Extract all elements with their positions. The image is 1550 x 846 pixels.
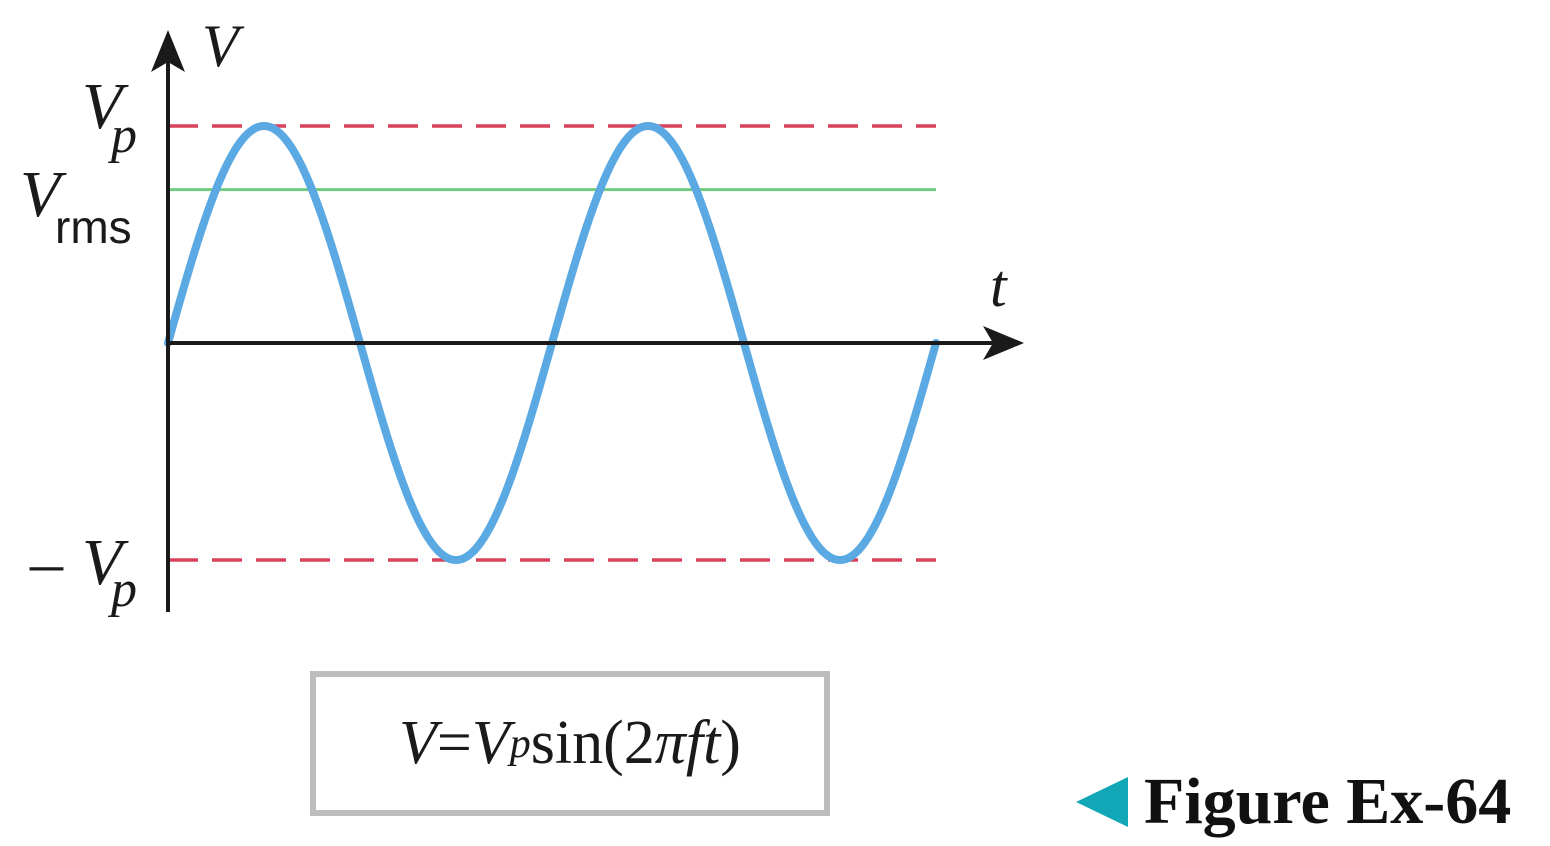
y-axis-label: V xyxy=(202,13,245,79)
caption-arrow-icon xyxy=(1076,777,1128,827)
axes xyxy=(151,30,1024,612)
svg-text:V: V xyxy=(20,158,67,231)
x-axis-arrowhead xyxy=(983,326,1024,360)
formula-arg-open: (2 xyxy=(603,709,655,777)
formula-equals: = xyxy=(436,709,472,777)
formula-ft: ft xyxy=(685,709,721,777)
svg-text:rms: rms xyxy=(55,201,132,253)
x-axis-label: t xyxy=(990,253,1008,319)
y-tick-label-vrms: V rms xyxy=(20,158,132,253)
figure-caption: Figure Ex-64 xyxy=(1076,762,1511,842)
svg-text:p: p xyxy=(107,561,137,618)
y-axis-arrowhead xyxy=(151,30,185,72)
svg-text:p: p xyxy=(107,107,137,164)
svg-text:V: V xyxy=(82,526,129,599)
reference-lines xyxy=(168,124,936,562)
y-tick-label-neg-vp: – V p xyxy=(29,526,137,618)
formula-sin: sin xyxy=(530,709,604,777)
y-tick-label-vp: V p xyxy=(82,70,137,164)
formula-pi: π xyxy=(654,709,686,777)
caption-text: Figure Ex-64 xyxy=(1144,765,1512,838)
svg-text:–: – xyxy=(29,526,64,599)
formula-lhs: V xyxy=(399,709,437,777)
formula-vp: V xyxy=(471,709,510,777)
formula-arg-close: ) xyxy=(720,709,741,777)
svg-text:V: V xyxy=(82,70,129,143)
